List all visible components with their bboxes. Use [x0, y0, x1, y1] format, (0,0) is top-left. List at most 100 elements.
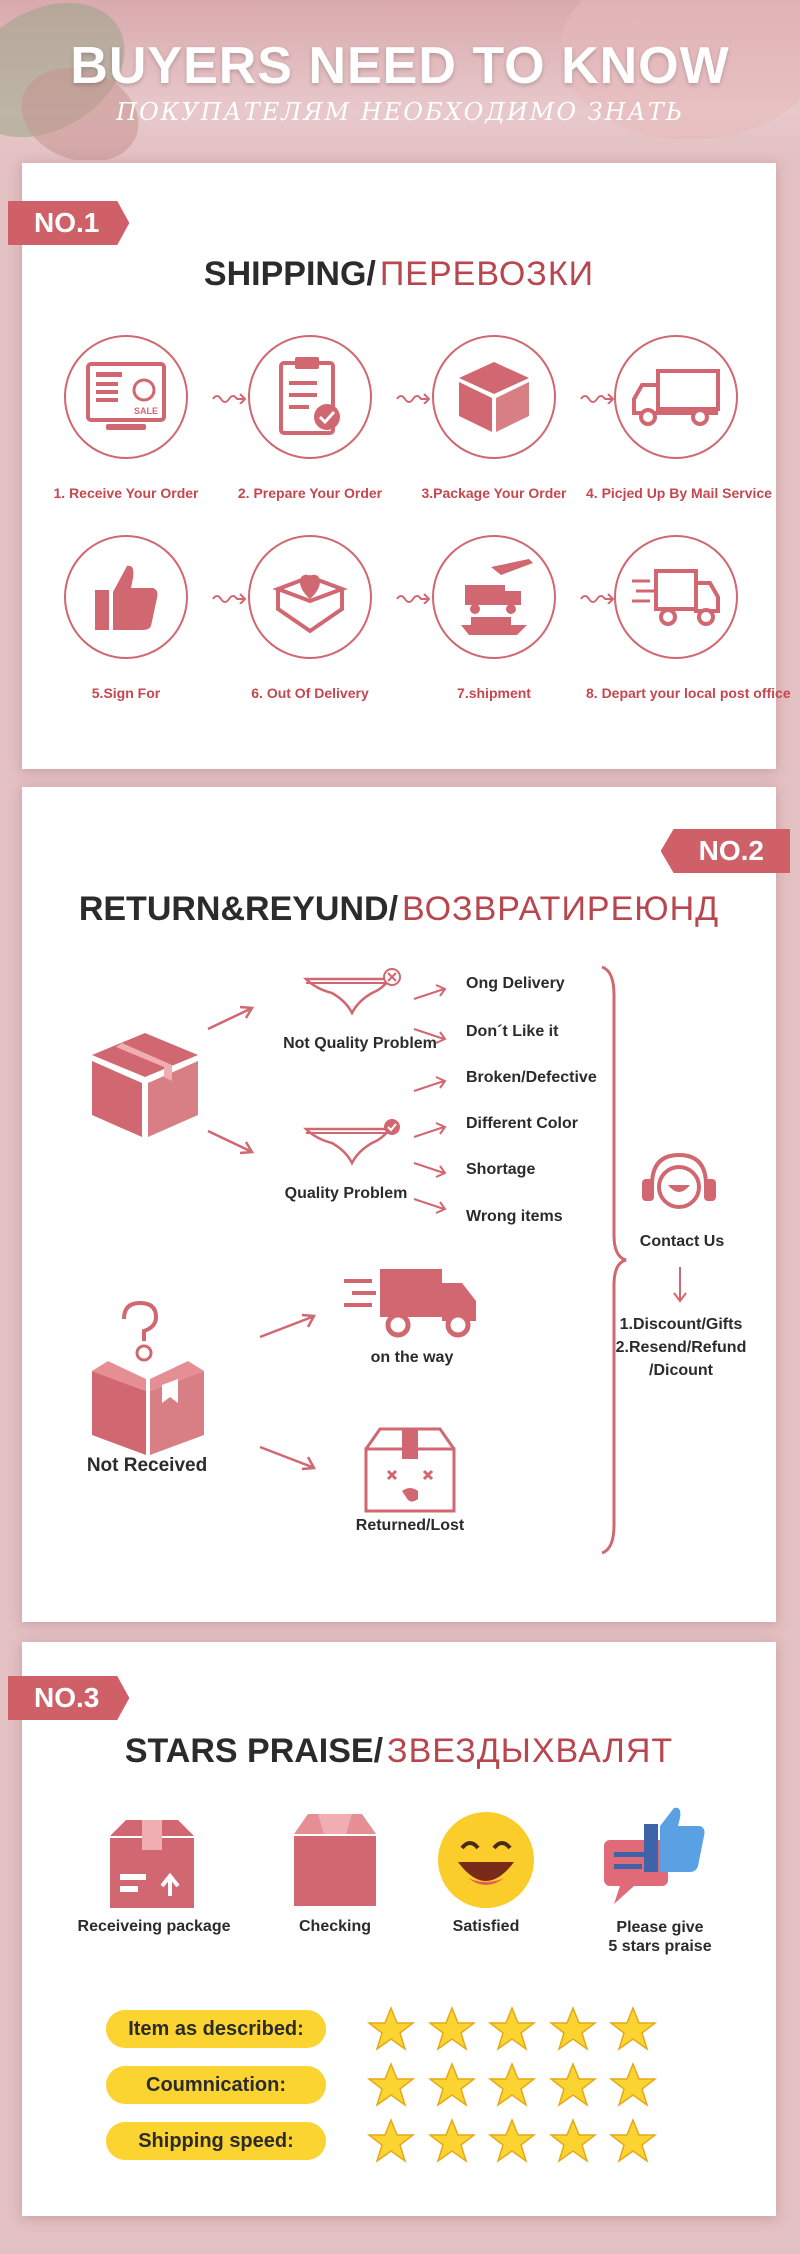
step-label: 8. Depart your local post office: [586, 685, 791, 701]
star-icon: [427, 2006, 476, 2051]
section-title: SHIPPING/ПЕРЕВОЗКИ: [22, 255, 776, 294]
solution-item: /Dicount: [649, 1362, 713, 1379]
section-title-ru: ВОЗВРАТИРЕЮНД: [402, 890, 720, 928]
star-icon: [548, 2062, 597, 2107]
header-banner: BUYERS NEED TO KNOW ПОКУПАТЕЛЯМ НЕОБХОДИ…: [0, 0, 800, 160]
section-badge: NO.2: [660, 829, 790, 873]
shipping-step: 4. Picjed Up By Mail Service: [586, 335, 772, 501]
star-icon: [548, 2006, 597, 2051]
section-title-en: SHIPPING/: [203, 255, 376, 293]
package-receive-icon: [110, 1820, 194, 1908]
star-icon: [367, 2006, 415, 2051]
page-title: BUYERS NEED TO KNOW: [70, 37, 730, 95]
arrow-icon: [207, 1129, 255, 1155]
arrow-icon: [259, 1313, 317, 1339]
shipping-step: 2. Prepare Your Order: [220, 335, 400, 501]
heart-box-icon: [248, 535, 372, 659]
underwear-x-icon: [302, 968, 401, 1016]
star-icon: [367, 2118, 415, 2163]
return-refund-card: NO.2 RETURN&REYUND/ВОЗВРАТИРЕЮНД Not Qua…: [22, 787, 790, 1622]
star-icon: [609, 2006, 657, 2051]
underwear-check-icon: [302, 1119, 400, 1166]
open-box-icon: [294, 1814, 376, 1906]
star-icon: [488, 2118, 536, 2163]
step-arrow-icon: [580, 393, 615, 404]
laptop-sale-icon: SALE: [64, 335, 188, 459]
shipping-step: 3.Package Your Order: [404, 335, 584, 501]
bracket-divider: [601, 965, 627, 1555]
page-subtitle: ПОКУПАТЕЛЯМ НЕОБХОДИМО ЗНАТЬ: [116, 98, 684, 126]
thumbs-up-icon: [64, 535, 188, 659]
rating-stars-item: [367, 2006, 657, 2052]
open-box-question-icon: [92, 1300, 204, 1455]
solutions-list: 1.Discount/Gifts 2.Resend/Refund /Dicoun…: [606, 1313, 756, 1382]
section-title-en: RETURN&REYUND/: [78, 890, 399, 928]
section-badge: NO.3: [8, 1676, 130, 1720]
shipping-card: NO.1 SHIPPING/ПЕРЕВОЗКИ SALE 1. Receive …: [8, 163, 791, 769]
rating-label-shipping: Shipping speed:: [106, 2122, 326, 2160]
arrow-icon: [413, 984, 447, 1000]
section-title: STARS PRAISE/ЗВЕЗДЫХВАЛЯТ: [22, 1732, 776, 1771]
solution-item: 2.Resend/Refund: [615, 1339, 747, 1356]
step-arrow-icon: [212, 393, 247, 404]
step-label: 7.shipment: [457, 685, 531, 701]
star-icon: [367, 2062, 415, 2107]
arrow-down-icon: [673, 1267, 687, 1303]
star-icon: [609, 2118, 657, 2163]
headset-smile-icon: [642, 1152, 716, 1209]
section-badge: NO.1: [8, 201, 130, 245]
delivery-truck-icon: [614, 335, 738, 459]
shipping-step: SALE 1. Receive Your Order: [36, 335, 216, 501]
section-title-ru: ЗВЕЗДЫХВАЛЯТ: [387, 1732, 674, 1770]
shipping-step: 6. Out Of Delivery: [220, 535, 400, 701]
step-arrow-icon: [212, 593, 247, 604]
step-arrow-icon: [396, 393, 431, 404]
step-label: 1. Receive Your Order: [53, 485, 199, 501]
reason-item: Broken/Defective: [466, 1069, 597, 1086]
reason-item: Shortage: [466, 1161, 536, 1178]
arrow-icon: [413, 1076, 447, 1092]
arrow-icon: [413, 1162, 447, 1178]
star-icon: [427, 2062, 476, 2107]
shipping-step: 7.shipment: [404, 535, 584, 701]
arrow-icon: [413, 1122, 447, 1138]
sale-label: SALE: [134, 406, 158, 416]
step-label: 5.Sign For: [91, 685, 161, 701]
star-icon: [488, 2062, 536, 2107]
star-icon: [548, 2118, 597, 2163]
plane-truck-ship-icon: [432, 535, 556, 659]
package-box-icon: [432, 335, 556, 459]
star-icon: [427, 2118, 476, 2163]
praise-step-line: 5 stars praise: [608, 1938, 712, 1955]
arrow-icon: [413, 1198, 447, 1214]
reason-item: Don´t Like it: [466, 1023, 559, 1040]
reason-item: Different Color: [466, 1115, 578, 1132]
section-title-ru: ПЕРЕВОЗКИ: [379, 255, 595, 293]
step-arrow-icon: [580, 593, 615, 604]
step-label: 2. Prepare Your Order: [237, 485, 383, 501]
arrow-icon: [413, 1028, 447, 1044]
arrow-icon: [207, 1005, 255, 1031]
rating-label-communication: Coumnication:: [106, 2066, 326, 2104]
shipping-step: 8. Depart your local post office: [586, 535, 791, 701]
star-icon: [609, 2062, 657, 2107]
shipping-step: 5.Sign For: [36, 535, 216, 701]
quality-problem-label: Quality Problem: [284, 1185, 408, 1202]
reason-item: Ong Delivery: [466, 975, 565, 992]
step-label: 4. Picjed Up By Mail Service: [586, 485, 772, 501]
rating-stars-communication: [367, 2062, 657, 2108]
on-the-way-label: on the way: [370, 1349, 454, 1366]
reason-item: Wrong items: [466, 1208, 563, 1225]
fast-delivery-truck-icon: [344, 1269, 476, 1338]
star-icon: [488, 2006, 536, 2051]
section-title: RETURN&REYUND/ВОЗВРАТИРЕЮНД: [22, 890, 776, 929]
smiley-face-icon: [438, 1812, 534, 1908]
praise-step-label: Checking: [298, 1918, 371, 1935]
clipboard-check-icon: [248, 335, 372, 459]
step-label: 3.Package Your Order: [421, 485, 567, 501]
not-quality-problem-label: Not Quality Problem: [283, 1035, 437, 1052]
praise-step-label: Receiveing package: [77, 1918, 231, 1935]
praise-step-label: Please give 5 stars praise: [570, 1918, 750, 1956]
contact-us-label: Contact Us: [639, 1233, 725, 1250]
rating-label-item: Item as described:: [106, 2010, 326, 2048]
